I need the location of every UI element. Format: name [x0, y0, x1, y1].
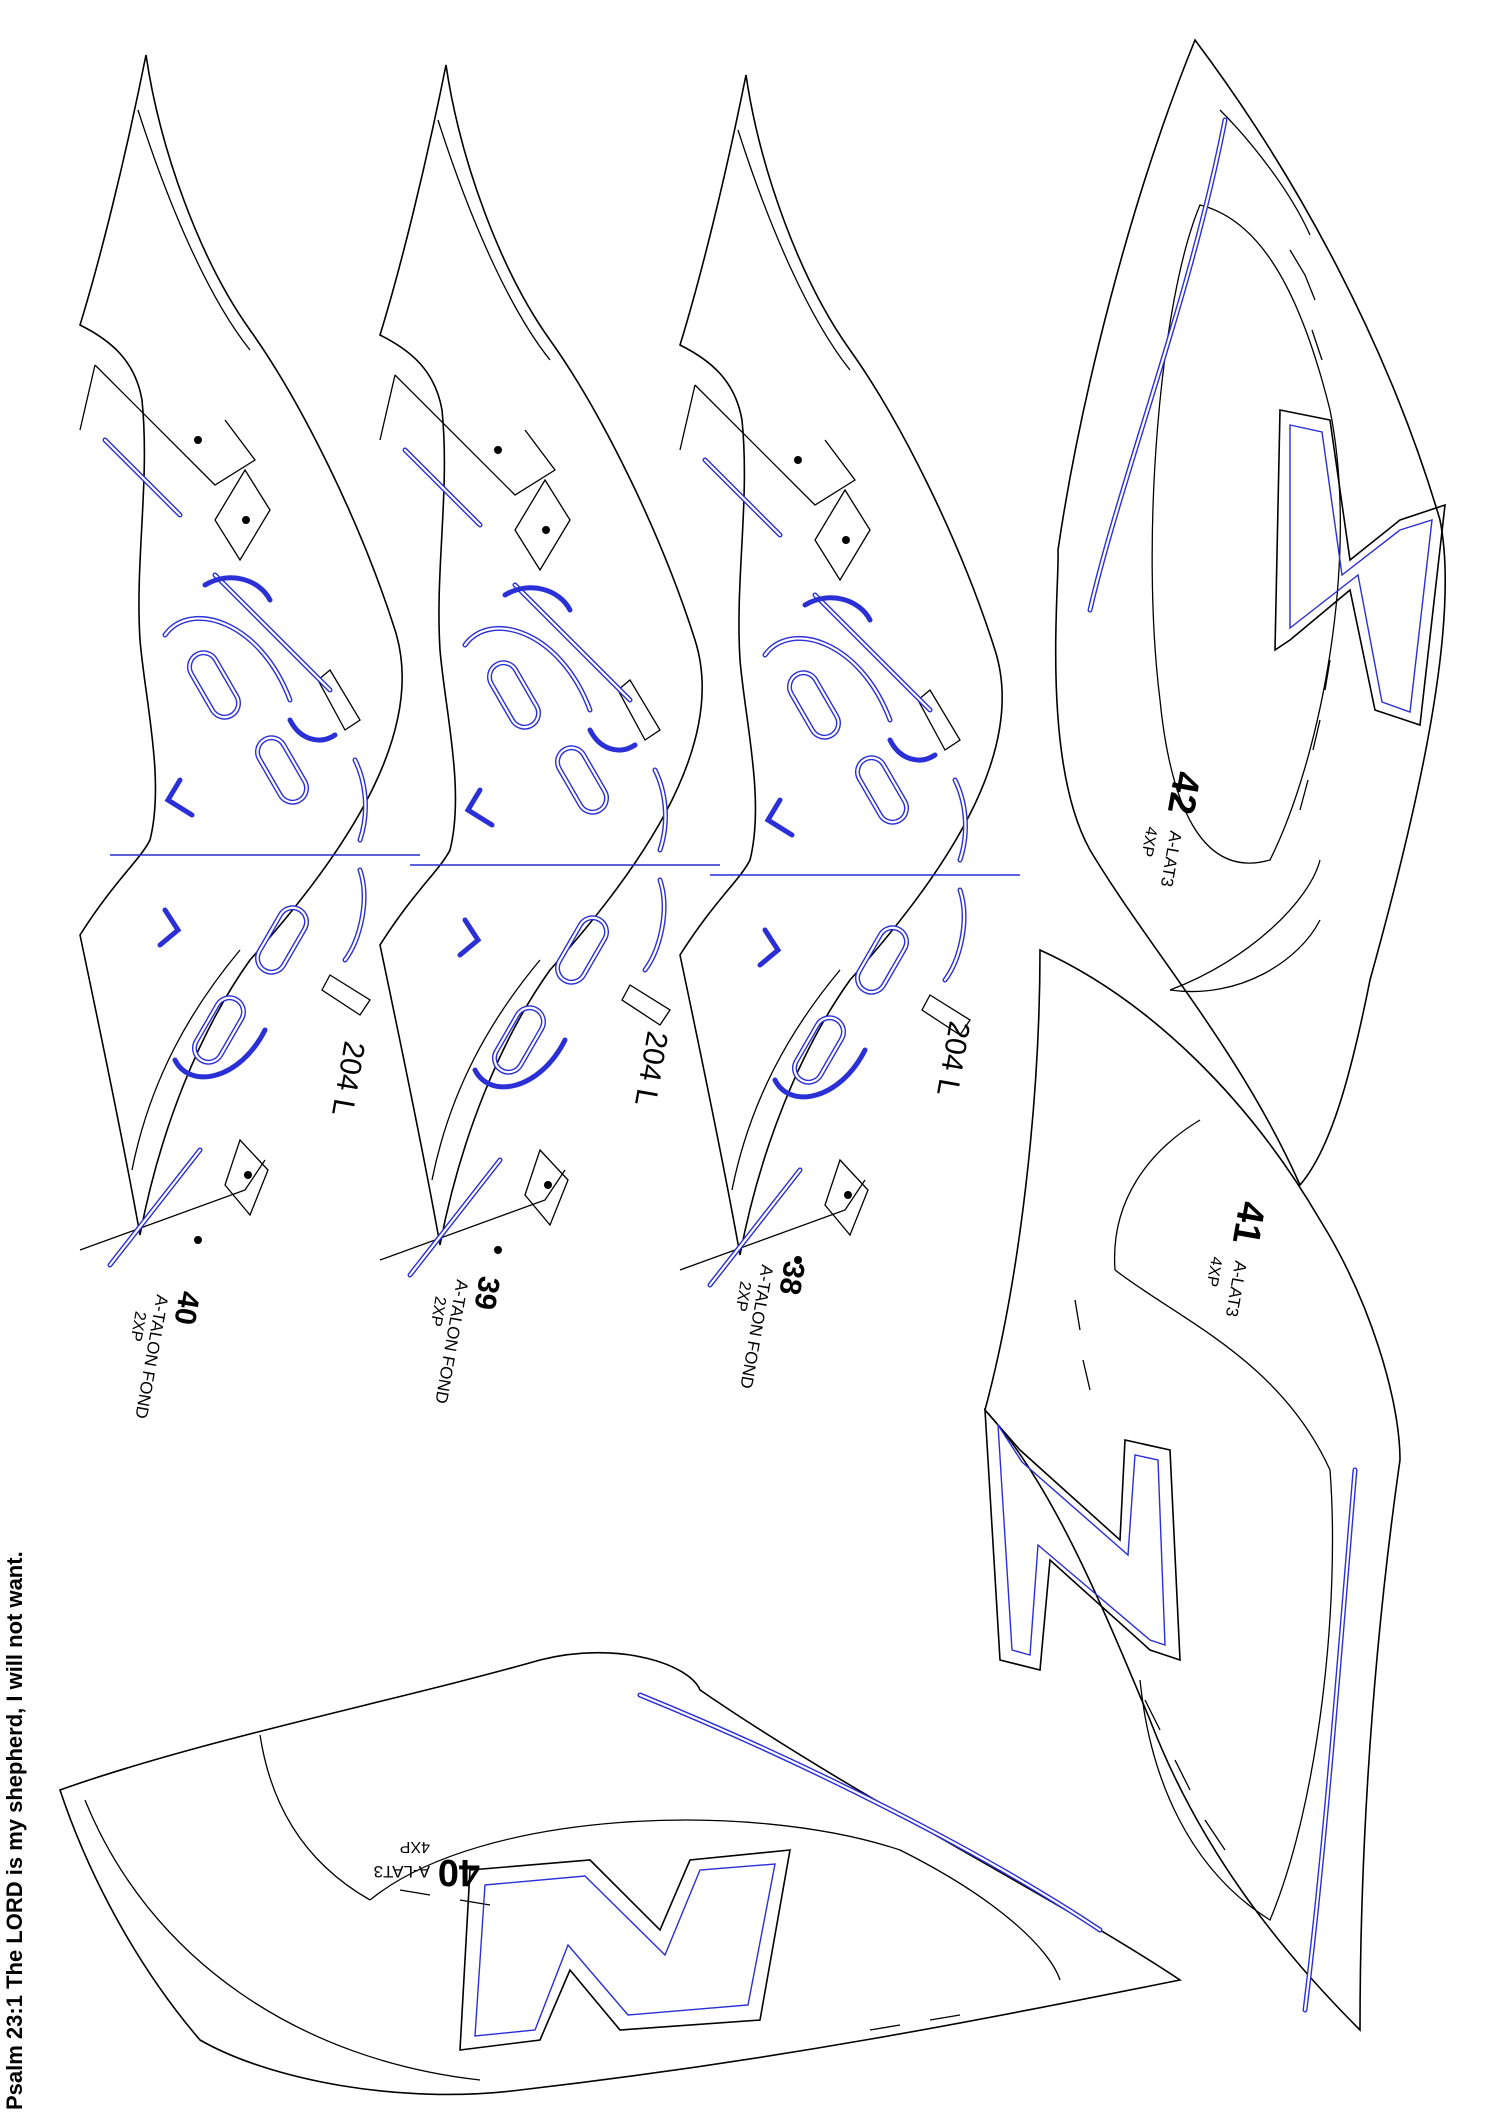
- lat-piece-41: 41 A-LAT3 4XP: [984, 948, 1401, 2032]
- piece-ref: 204 L: [325, 1039, 371, 1119]
- piece-ref: 204 L: [628, 1029, 674, 1109]
- piece-number: 41: [1224, 1198, 1273, 1247]
- piece-code: A-LAT3: [374, 1862, 430, 1881]
- piece-number: 40: [167, 1289, 205, 1328]
- talon-piece-38: 38 A-TALON FOND 2XP 204 L: [680, 75, 1020, 1390]
- piece-code: A-LAT3: [1157, 829, 1186, 888]
- piece-qty: 2XP: [427, 1295, 449, 1328]
- piece-qty: 2XP: [127, 1310, 149, 1343]
- talon-piece-40: 40 A-TALON FOND 2XP 204 L: [80, 55, 420, 1420]
- lat-piece-42: 42 A-LAT3 4XP: [1054, 38, 1447, 1187]
- piece-number: 39: [467, 1274, 505, 1313]
- piece-qty: 2XP: [732, 1280, 754, 1313]
- piece-number: 40: [438, 1851, 480, 1893]
- piece-ref: 204 L: [930, 1019, 976, 1099]
- piece-code: A-LAT3: [1222, 1259, 1251, 1318]
- piece-qty: 4XP: [1138, 825, 1160, 858]
- piece-number: 38: [772, 1259, 810, 1298]
- verse-text: Psalm 23:1 The LORD is my shepherd, I wi…: [2, 1551, 27, 2110]
- piece-qty: 4XP: [1203, 1255, 1225, 1288]
- lat-piece-40: 40 A-LAT3 4XP: [58, 1652, 1183, 2096]
- piece-number: 42: [1159, 768, 1208, 817]
- talon-piece-39: 39 A-TALON FOND 2XP 204 L: [380, 65, 720, 1405]
- piece-qty: 4XP: [400, 1838, 430, 1855]
